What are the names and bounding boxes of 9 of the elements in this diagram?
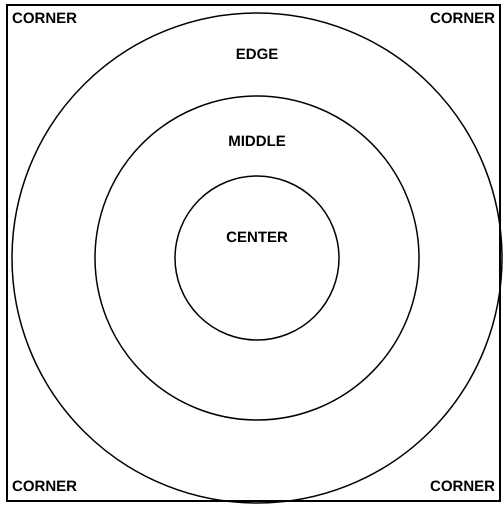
ring: [94, 95, 420, 421]
zone-label: CORNER: [430, 10, 495, 28]
zone-label: CENTER: [225, 229, 289, 247]
zone-label: MIDDLE: [227, 133, 287, 151]
zone-label: CORNER: [430, 478, 495, 496]
zone-label: EDGE: [234, 46, 280, 64]
zone-label: CORNER: [12, 10, 78, 28]
zone-label: CORNER: [12, 478, 78, 496]
ring: [174, 175, 340, 341]
